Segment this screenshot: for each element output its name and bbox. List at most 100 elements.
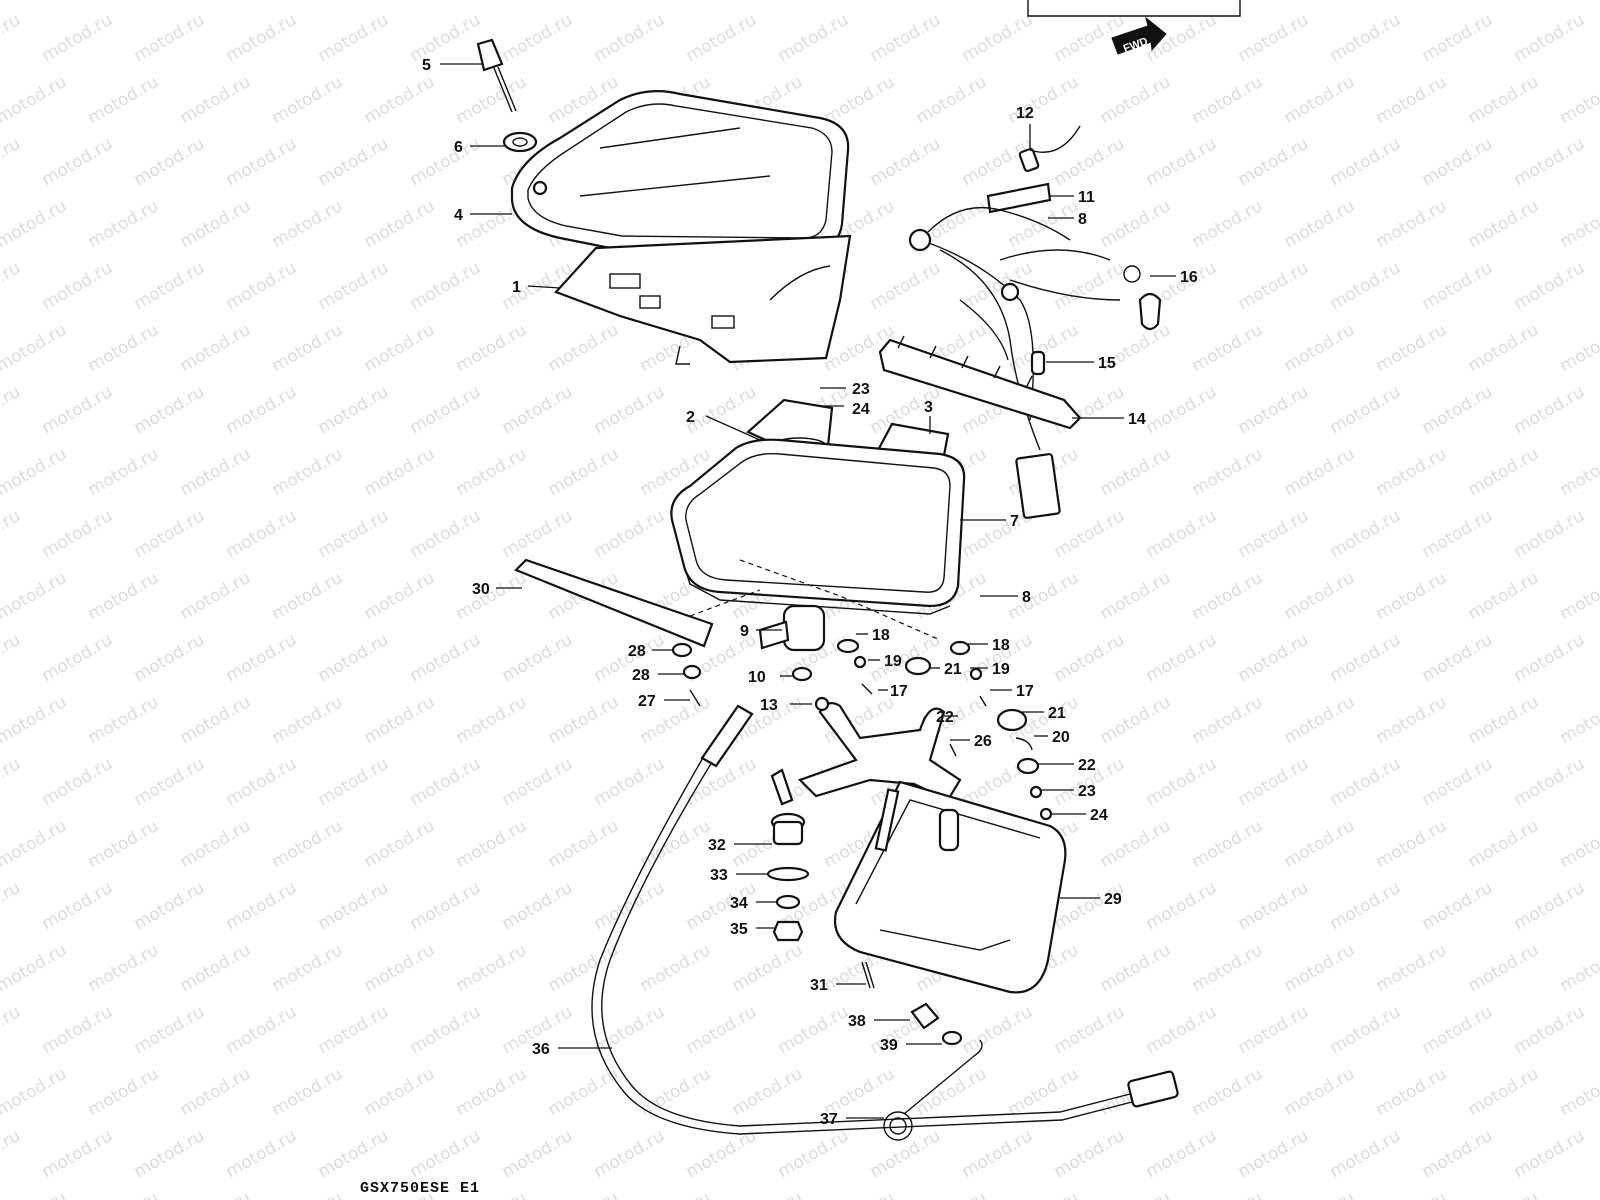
callout-27: 28 [628, 643, 646, 660]
watermark-text: motod.ru [1051, 1002, 1129, 1058]
part-39-washer [941, 1030, 963, 1046]
callout-39: 39 [880, 1037, 898, 1054]
watermark-text: motod.ru [1511, 258, 1589, 314]
watermark-text: motod.ru [85, 444, 163, 500]
part-7-meter-case [670, 438, 966, 615]
watermark-text: motod.ru [315, 10, 393, 66]
watermark-text: motod.ru [1373, 196, 1451, 252]
watermark-text: motod.ru [361, 444, 439, 500]
watermark-text: motod.ru [0, 506, 24, 562]
watermark-text: motod.ru [269, 1064, 347, 1120]
callout-13: 12 [1016, 105, 1034, 122]
callout-34: 34 [730, 895, 748, 912]
watermark-text: motod.ru [591, 1126, 669, 1182]
watermark-text: motod.ru [361, 1064, 439, 1120]
watermark-text: motod.ru [0, 382, 24, 438]
watermark-text: motod.ru [1235, 1002, 1313, 1058]
watermark-text: motod.ru [1373, 320, 1451, 376]
watermark-text: motod.ru [85, 196, 163, 252]
watermark-text: motod.ru [1327, 382, 1405, 438]
callout-38: 38 [848, 1013, 866, 1030]
watermark-text: motod.ru [407, 630, 485, 686]
watermark-text: motod.ru [591, 878, 669, 934]
parts-drawing [476, 38, 1179, 1141]
watermark-text: motod.ru [1235, 630, 1313, 686]
watermark-text: motod.ru [637, 940, 715, 996]
watermark-text: motod.ru [1097, 196, 1175, 252]
watermark-text: motod.ru [1327, 258, 1405, 314]
watermark-text: motod.ru [1511, 878, 1589, 934]
part-29-lower-cover [833, 780, 1067, 994]
watermark-text: motod.ru [1097, 692, 1175, 748]
watermark-text: motod.ru [223, 258, 301, 314]
watermark-text: motod.ru [0, 1188, 70, 1200]
watermark-text: motod.ru [407, 382, 485, 438]
callout-2: 2 [686, 409, 695, 426]
watermark-text: motod.ru [1189, 196, 1267, 252]
callout-19-right: 19 [992, 661, 1010, 678]
watermark-text: motod.ru [453, 940, 531, 996]
watermark-text: motod.ru [177, 72, 255, 128]
watermark-text: motod.ru [1281, 196, 1359, 252]
watermark-text: motod.ru [1327, 134, 1405, 190]
watermark-text: motod.ru [361, 0, 439, 4]
watermark-text: motod.ru [1419, 754, 1497, 810]
watermark-text: motod.ru [913, 1064, 991, 1120]
part-37-cable-clamp [883, 1039, 983, 1141]
callout-36: 36 [532, 1041, 550, 1058]
watermark-text: motod.ru [177, 1188, 255, 1200]
part-38-bolt [910, 1002, 940, 1030]
callout-23-upper: 23 [852, 381, 870, 398]
watermark-text: motod.ru [499, 1126, 577, 1182]
watermark-text: motod.ru [223, 630, 301, 686]
watermark-text: motod.ru [269, 1188, 347, 1200]
watermark-text: motod.ru [1419, 1002, 1497, 1058]
watermark-text: motod.ru [453, 444, 531, 500]
watermark-text: motod.ru [1419, 878, 1497, 934]
part-5-trip-knob [476, 38, 517, 113]
watermark-text: motod.ru [1189, 940, 1267, 996]
watermark-text: motod.ru [545, 1188, 623, 1200]
watermark-text: motod.ru [85, 320, 163, 376]
watermark-text: motod.ru [913, 1188, 991, 1200]
watermark-text: motod.ru [407, 878, 485, 934]
watermark-text: motod.ru [499, 506, 577, 562]
watermark-text: motod.ru [1465, 72, 1543, 128]
callout-26: 27 [638, 693, 656, 710]
watermark-text: motod.ru [1327, 1126, 1405, 1182]
watermark-text: motod.ru [1143, 630, 1221, 686]
watermark-text: motod.ru [1097, 816, 1175, 872]
watermark-text: motod.ru [867, 10, 945, 66]
watermark-text: motod.ru [1005, 1064, 1083, 1120]
watermark-text: motod.ru [775, 1002, 853, 1058]
watermark-text: motod.ru [361, 196, 439, 252]
watermark-text: motod.ru [1327, 754, 1405, 810]
watermark-text: motod.ru [1235, 1126, 1313, 1182]
watermark-text: motod.ru [499, 630, 577, 686]
watermark-text: motod.ru [39, 258, 117, 314]
watermark-text: motod.ru [39, 878, 117, 934]
watermark-text: motod.ru [1097, 0, 1175, 4]
watermark-text: motod.ru [0, 258, 24, 314]
watermark-text: motod.ru [1373, 816, 1451, 872]
watermark-text: motod.ru [1465, 940, 1543, 996]
watermark-text: motod.ru [545, 320, 623, 376]
watermark-text: motod.ru [39, 10, 117, 66]
part-14-socket-bar [878, 335, 1082, 430]
watermark-text: motod.ru [85, 816, 163, 872]
watermark-text: motod.ru [1051, 1126, 1129, 1182]
watermark-text: motod.ru [85, 1064, 163, 1120]
watermark-text: motod.ru [1511, 630, 1589, 686]
watermark-text: motod.ru [1143, 1002, 1221, 1058]
watermark-text: motod.ru [177, 692, 255, 748]
watermark-text: motod.ru [499, 10, 577, 66]
watermark-text: motod.ru [1557, 816, 1600, 872]
watermark-text: motod.ru [407, 10, 485, 66]
callout-15: 15 [1098, 355, 1116, 372]
watermark-text: motod.ru [1235, 754, 1313, 810]
watermark-text: motod.ru [1373, 72, 1451, 128]
watermark-text: motod.ru [1373, 1064, 1451, 1120]
callout-37: 37 [820, 1111, 838, 1128]
watermark-text: motod.ru [1511, 10, 1589, 66]
watermark-text: motod.ru [545, 816, 623, 872]
